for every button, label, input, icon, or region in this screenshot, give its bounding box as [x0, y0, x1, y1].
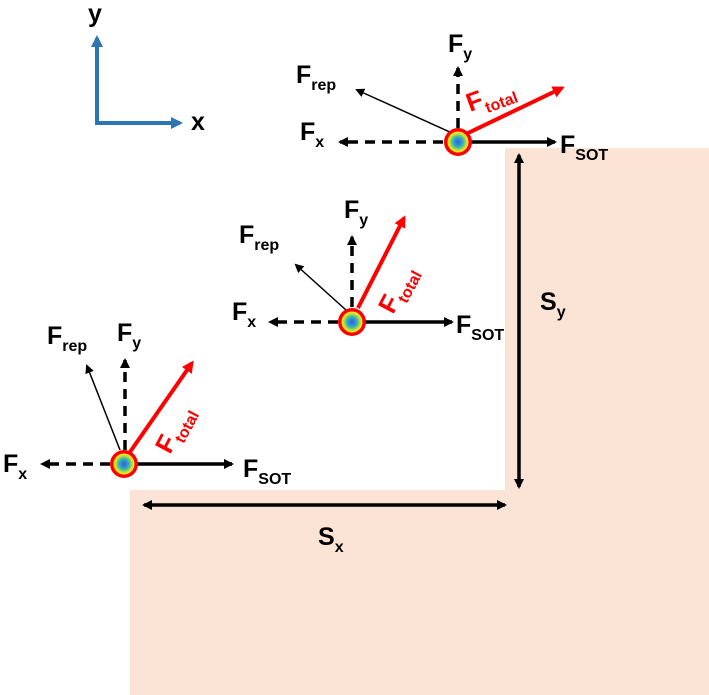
- frep-label: Frep: [47, 322, 87, 355]
- ftotal-label: Ftotal: [462, 72, 521, 122]
- ftotal-arrow: [128, 360, 194, 454]
- frep-label: Frep: [239, 221, 279, 254]
- fx-label: Fx: [232, 298, 256, 331]
- skyrmion-bottom-left: Fx FSOT Fy Frep Ftotal: [3, 319, 291, 488]
- frep-label: Frep: [296, 61, 336, 94]
- skyrmion-top: Fx FSOT Fy Frep Ftotal: [296, 30, 608, 164]
- fsot-label: FSOT: [243, 455, 291, 488]
- sy-label: Sy: [540, 288, 566, 321]
- x-axis-label: x: [191, 108, 205, 136]
- y-axis-label: y: [88, 0, 102, 28]
- fsot-label: FSOT: [456, 311, 504, 344]
- fy-label: Fy: [448, 30, 472, 63]
- dimension-sy: Sy: [514, 153, 566, 489]
- ftotal-label: Ftotal: [149, 400, 203, 460]
- frep-arrow: [85, 364, 121, 451]
- coordinate-axes: y x: [88, 0, 205, 136]
- fx-label: Fx: [300, 118, 324, 151]
- fy-label: Fy: [117, 319, 141, 352]
- skyrmion-middle: Fx FSOT Fy Frep Ftotal: [232, 196, 504, 344]
- skyrmion-core: [447, 131, 469, 153]
- dimension-sx: Sx: [142, 500, 507, 556]
- frep-arrow: [355, 88, 453, 134]
- substrate-region: [130, 148, 709, 695]
- fsot-label: FSOT: [560, 131, 608, 164]
- frep-arrow: [294, 263, 347, 311]
- skyrmion-core: [341, 311, 363, 333]
- ftotal-arrow: [356, 215, 406, 309]
- sx-label: Sx: [318, 523, 344, 556]
- fy-label: Fy: [344, 196, 368, 229]
- ftotal-arrow: [465, 86, 565, 136]
- skyrmion-core: [113, 453, 135, 475]
- fx-label: Fx: [3, 450, 27, 483]
